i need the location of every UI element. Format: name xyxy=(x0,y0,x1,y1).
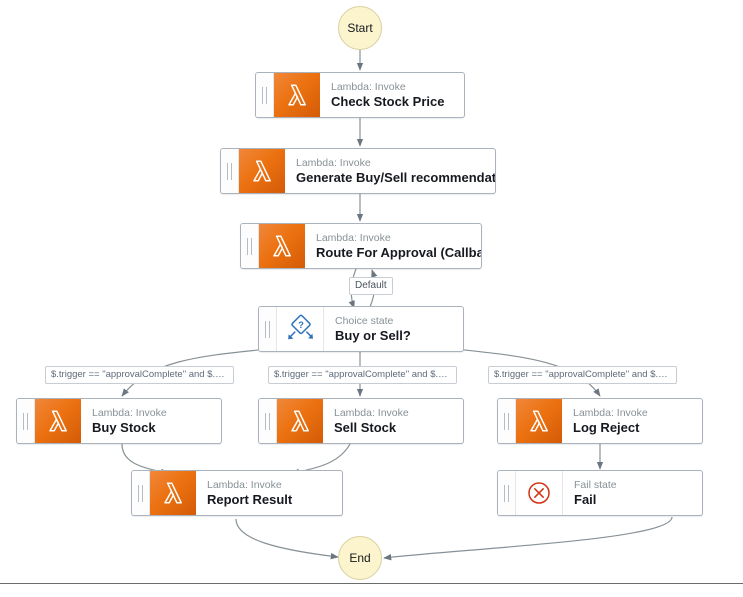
state-node-sell-stock[interactable]: Lambda: Invoke Sell Stock xyxy=(258,398,464,444)
node-labels: Lambda: Invoke Report Result xyxy=(196,471,342,515)
node-kind: Lambda: Invoke xyxy=(92,406,167,419)
start-node[interactable]: Start xyxy=(338,6,382,50)
svg-text:?: ? xyxy=(298,320,304,331)
node-kind: Lambda: Invoke xyxy=(573,406,648,419)
node-kind: Choice state xyxy=(335,314,394,327)
node-kind: Lambda: Invoke xyxy=(331,80,406,93)
state-node-report-result[interactable]: Lambda: Invoke Report Result xyxy=(131,470,343,516)
edge-label-default: Default xyxy=(349,277,393,295)
node-kind: Fail state xyxy=(574,478,617,491)
node-labels: Lambda: Invoke Buy Stock xyxy=(81,399,221,443)
end-node[interactable]: End xyxy=(338,536,382,580)
drag-handle-icon[interactable] xyxy=(498,399,516,443)
drag-handle-icon[interactable] xyxy=(259,307,277,351)
node-title: Report Result xyxy=(207,491,293,507)
node-labels: Choice state Buy or Sell? xyxy=(324,307,463,351)
drag-handle-icon[interactable] xyxy=(259,399,277,443)
node-title: Buy or Sell? xyxy=(335,327,411,343)
edge-label-condition-buy: $.trigger == "approvalComplete" and $.g.… xyxy=(45,366,234,384)
state-node-generate-recommendation[interactable]: Lambda: Invoke Generate Buy/Sell recomme… xyxy=(220,148,496,194)
lambda-icon xyxy=(150,471,196,515)
edge-label-condition-reject: $.trigger == "approvalComplete" and $.g.… xyxy=(488,366,677,384)
node-title: Sell Stock xyxy=(334,419,397,435)
drag-handle-icon[interactable] xyxy=(132,471,150,515)
lambda-icon xyxy=(277,399,323,443)
node-labels: Lambda: Invoke Sell Stock xyxy=(323,399,463,443)
state-node-buy-stock[interactable]: Lambda: Invoke Buy Stock xyxy=(16,398,222,444)
choice-icon: ? xyxy=(277,307,324,351)
canvas-bottom-divider xyxy=(0,583,743,584)
state-node-check-stock-price[interactable]: Lambda: Invoke Check Stock Price xyxy=(255,72,465,118)
node-kind: Lambda: Invoke xyxy=(207,478,282,491)
drag-handle-icon[interactable] xyxy=(498,471,516,515)
drag-handle-icon[interactable] xyxy=(221,149,239,193)
node-title: Buy Stock xyxy=(92,419,156,435)
node-kind: Lambda: Invoke xyxy=(316,231,391,244)
node-labels: Lambda: Invoke Log Reject xyxy=(562,399,702,443)
node-labels: Lambda: Invoke Check Stock Price xyxy=(320,73,464,117)
state-node-log-reject[interactable]: Lambda: Invoke Log Reject xyxy=(497,398,703,444)
lambda-icon xyxy=(35,399,81,443)
drag-handle-icon[interactable] xyxy=(17,399,35,443)
node-labels: Fail state Fail xyxy=(563,471,702,515)
state-node-fail[interactable]: Fail state Fail xyxy=(497,470,703,516)
state-node-route-for-approval[interactable]: Lambda: Invoke Route For Approval (Callb… xyxy=(240,223,482,269)
end-label: End xyxy=(349,551,371,565)
lambda-icon xyxy=(274,73,320,117)
node-title: Log Reject xyxy=(573,419,640,435)
node-title: Check Stock Price xyxy=(331,93,445,109)
start-label: Start xyxy=(347,21,373,35)
node-title: Fail xyxy=(574,491,597,507)
lambda-icon xyxy=(516,399,562,443)
fail-icon xyxy=(516,471,563,515)
node-labels: Lambda: Invoke Route For Approval (Callb… xyxy=(305,224,481,268)
lambda-icon xyxy=(259,224,305,268)
node-kind: Lambda: Invoke xyxy=(296,156,371,169)
state-node-buy-or-sell[interactable]: ? Choice state Buy or Sell? xyxy=(258,306,464,352)
node-title: Route For Approval (Callback) xyxy=(316,244,481,260)
node-kind: Lambda: Invoke xyxy=(334,406,409,419)
node-labels: Lambda: Invoke Generate Buy/Sell recomme… xyxy=(285,149,495,193)
drag-handle-icon[interactable] xyxy=(241,224,259,268)
lambda-icon xyxy=(239,149,285,193)
node-title: Generate Buy/Sell recommendation xyxy=(296,169,496,185)
drag-handle-icon[interactable] xyxy=(256,73,274,117)
edge-label-condition-sell: $.trigger == "approvalComplete" and $.g.… xyxy=(268,366,457,384)
